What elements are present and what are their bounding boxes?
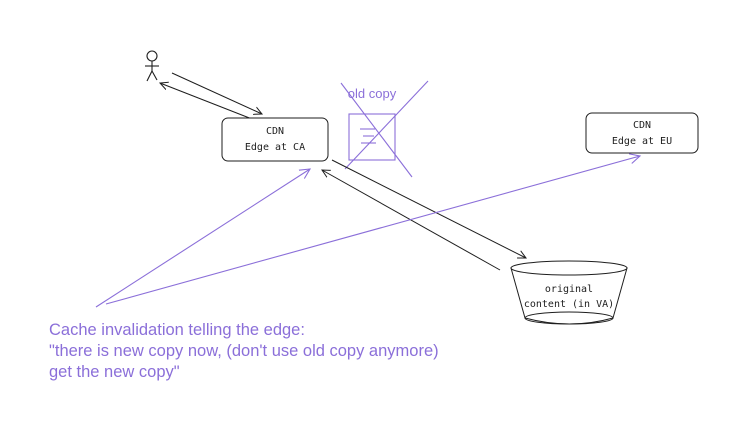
cdn-edge-eu-line1: CDN <box>633 120 651 131</box>
arrow-edge-ca-to-user <box>160 83 253 120</box>
arrow-user-to-edge-ca <box>171 72 262 114</box>
invalidation-arrow-to-edge-eu <box>105 156 640 305</box>
cdn-edge-ca-line2: Edge at CA <box>245 142 305 153</box>
user-stick-figure-icon <box>145 50 159 82</box>
caption-line-2: "there is new copy now, (don't use old c… <box>49 342 439 360</box>
cdn-edge-ca-node: CDN Edge at CA <box>221 117 329 162</box>
invalidation-arrow-to-edge-ca <box>95 169 310 308</box>
caption-line-1: Cache invalidation telling the edge: <box>49 321 305 339</box>
origin-bucket-icon <box>510 260 628 325</box>
cdn-edge-eu-line2: Edge at EU <box>612 136 672 147</box>
arrow-edge-ca-to-origin <box>331 159 526 258</box>
caption-line-3: get the new copy" <box>49 363 180 381</box>
origin-line1: original <box>545 284 593 295</box>
invalidation-caption: Cache invalidation telling the edge: "th… <box>49 320 439 383</box>
origin-line2: content (in VA) <box>524 299 614 310</box>
old-copy-label: old copy <box>348 86 397 101</box>
cdn-edge-eu-node: CDN Edge at EU <box>585 112 699 154</box>
cdn-edge-ca-line1: CDN <box>266 126 284 137</box>
old-copy-document-icon <box>340 80 429 178</box>
